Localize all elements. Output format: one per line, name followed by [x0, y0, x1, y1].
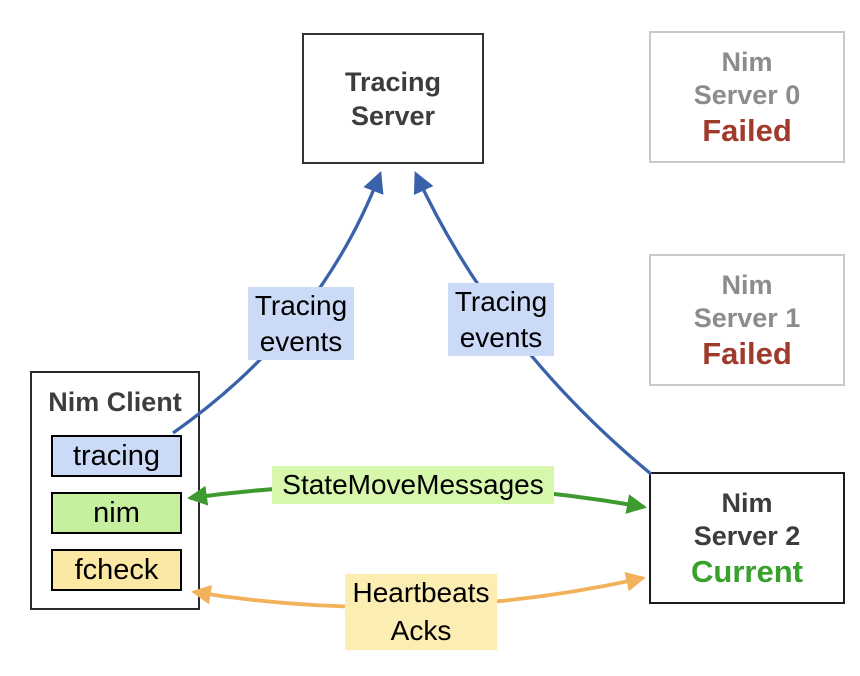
node-tracing-server: Tracing Server: [302, 33, 484, 164]
nim-server-0-label: Nim Server 0: [693, 46, 801, 110]
nim-server-0-status: Failed: [702, 112, 792, 148]
edge-label-tracing-events-right: Tracing events: [448, 283, 554, 356]
edge-label-state-move-messages: StateMoveMessages: [272, 466, 554, 504]
module-tracing: tracing: [51, 435, 182, 477]
module-nim: nim: [51, 492, 182, 534]
node-nim-client: Nim Client tracing nim fcheck: [30, 371, 200, 610]
nim-server-2-status: Current: [691, 553, 803, 589]
nim-server-1-status: Failed: [702, 335, 792, 371]
module-fcheck: fcheck: [51, 549, 182, 591]
edge-label-heartbeats-acks: Heartbeats Acks: [345, 574, 497, 650]
tracing-server-label: Tracing Server: [344, 66, 442, 131]
edge-label-tracing-events-left: Tracing events: [248, 287, 354, 360]
node-nim-server-2: Nim Server 2 Current: [649, 472, 845, 604]
node-nim-server-1: Nim Server 1 Failed: [649, 254, 845, 386]
nim-server-2-label: Nim Server 2: [693, 487, 801, 551]
nim-client-title: Nim Client: [48, 387, 182, 417]
node-nim-server-0: Nim Server 0 Failed: [649, 31, 845, 163]
nim-server-1-label: Nim Server 1: [693, 269, 801, 333]
